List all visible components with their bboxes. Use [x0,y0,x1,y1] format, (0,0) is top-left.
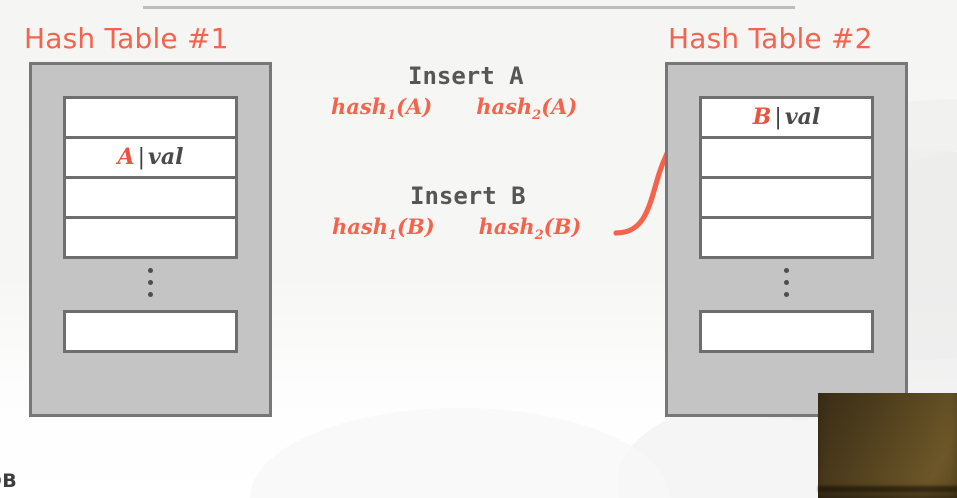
slot-content: A|val [118,146,184,169]
presenter-video-overlay[interactable] [818,393,957,498]
hash-expression-a2: hash2(A) [476,94,578,124]
hash-table-2-slot-stack-bottom [699,310,874,353]
hash-table-1-frame: A|val [29,62,272,417]
slot-content: B|val [753,106,820,129]
hash-table-2-frame: B|val [665,62,908,417]
slot-value: val [784,104,821,130]
hash-table-1-slot-0[interactable] [63,96,238,139]
hash-table-1-slot-stack-bottom [63,310,238,353]
hash-table-1-ellipsis-icon [32,268,269,297]
hash-table-2-slot-0[interactable]: B|val [699,96,874,139]
hash-table-1-slot-1[interactable]: A|val [63,136,238,179]
slot-separator: | [774,105,782,130]
hash-table-2-slot-2[interactable] [699,176,874,219]
hash-table-1-slot-stack-top: A|val [63,96,238,259]
hash-expression-b1: hash1(B) [332,214,435,244]
header-divider-rule [143,6,795,9]
slot-value: val [148,144,184,170]
hash-table-2-slot-stack-top: B|val [699,96,874,259]
slot-key: B [752,104,772,130]
operation-label-insert-b: Insert B [410,182,526,210]
hash-table-1-slot-2[interactable] [63,176,238,219]
hash-expression-a1: hash1(A) [331,94,433,124]
slot-key: A [117,144,135,170]
hash-functions-row-a: hash1(A) hash2(A) [331,96,577,122]
hash-table-1-slot-last[interactable] [63,310,238,353]
hash-table-2-title: Hash Table #2 [668,22,873,55]
hash-table-1-title: Hash Table #1 [24,22,229,55]
organization-logo: DB [0,470,18,492]
slot-separator: | [137,145,146,170]
hash-table-2-ellipsis-icon [668,268,905,297]
hash-table-1-slot-3[interactable] [63,216,238,259]
operation-label-insert-a: Insert A [408,62,524,90]
hash-functions-row-b: hash1(B) hash2(B) [332,216,581,242]
hash-expression-b2: hash2(B) [478,214,582,244]
hash-table-2-slot-1[interactable] [699,136,874,179]
hash-table-2-slot-3[interactable] [699,216,874,259]
video-shelf-shadow [818,486,957,492]
hash-table-2-slot-last[interactable] [699,310,874,353]
